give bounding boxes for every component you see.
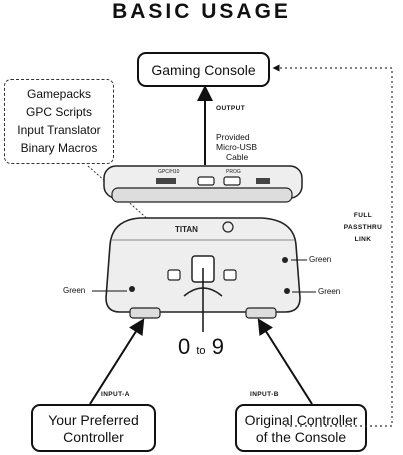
feature-item: Binary Macros [20,141,98,155]
cable-label-line: Micro-USB [216,142,258,152]
input-b-arrow [257,318,313,405]
cable-label-line: Cable [226,152,249,162]
passthru-line: PASSTHRU [343,224,383,231]
green-label-right-bottom: Green [318,287,341,296]
device-brand: TITAN [175,225,198,234]
cable-label: Provided Micro-USB Cable [216,132,257,162]
preferred-controller-line-2: Controller [63,429,124,445]
input-a-arrow [89,318,145,405]
feature-item: Input Translator [17,123,101,137]
slot-range-from: 0 [178,334,191,359]
page-title: BASIC USAGE [112,0,291,23]
output-label: OUTPUT [216,105,246,112]
cable-label-line: Provided [216,132,250,142]
slot-range-label: 0 to 9 [178,334,224,360]
input-b-label: INPUT-B [250,391,279,398]
passthru-link [272,64,393,427]
features-box: Gamepacks GPC Scripts Input Translator B… [4,79,114,164]
feature-item: Gamepacks [26,87,92,101]
passthru-label: FULL PASSTHRU LINK [336,210,390,246]
passthru-line: LINK [354,236,372,243]
gaming-console-label: Gaming Console [151,62,256,78]
green-label-right-top: Green [309,255,332,264]
device-side-view [103,165,303,203]
device-port-text: PROG [226,169,241,175]
feature-item: GPC Scripts [25,105,92,119]
device-port-text: GPC/H10 [158,169,180,175]
input-a-label: INPUT-A [101,391,130,398]
preferred-controller-box: Your Preferred Controller [31,404,156,452]
slot-range-end: 9 [211,334,224,359]
passthru-line: FULL [353,212,373,219]
green-label-left: Green [63,286,86,295]
original-controller-line-2: of the Console [255,429,347,445]
original-controller-line-1: Original Controller [244,412,358,428]
slot-range-to: to [196,345,206,357]
original-controller-box: Original Controller of the Console [235,404,367,452]
preferred-controller-line-1: Your Preferred [48,412,139,428]
